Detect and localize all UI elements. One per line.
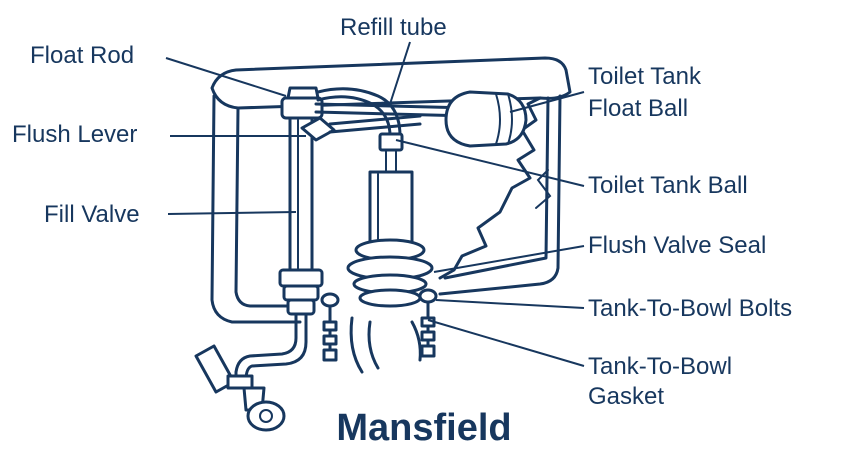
label-gasket-line2: Gasket <box>588 383 664 410</box>
label-gasket-line1: Tank-To-Bowl <box>588 353 732 380</box>
label-fill-valve: Fill Valve <box>44 201 140 228</box>
flush-valve-part <box>346 132 434 308</box>
label-flush-valve-seal: Flush Valve Seal <box>588 232 766 259</box>
supply-line <box>194 312 308 432</box>
float-rod-part <box>314 102 472 118</box>
toilet-bowl <box>349 316 422 374</box>
float-ball-part <box>444 90 528 148</box>
label-refill-tube: Refill tube <box>340 14 447 41</box>
flush-lever-part <box>300 114 422 142</box>
label-float-rod: Float Rod <box>30 42 134 69</box>
tank-bolt-left <box>320 292 340 362</box>
label-tank-ball: Toilet Tank Ball <box>588 172 748 199</box>
brand-wordmark: Mansfield <box>336 407 511 449</box>
label-float-ball-line2: Float Ball <box>588 95 688 122</box>
fill-valve <box>278 86 324 316</box>
label-bolts: Tank-To-Bowl Bolts <box>588 295 792 322</box>
leader-lines <box>165 41 585 367</box>
label-flush-lever: Flush Lever <box>12 121 137 148</box>
label-float-ball-line1: Toilet Tank <box>588 63 702 90</box>
tank-bolt-right <box>418 288 438 358</box>
